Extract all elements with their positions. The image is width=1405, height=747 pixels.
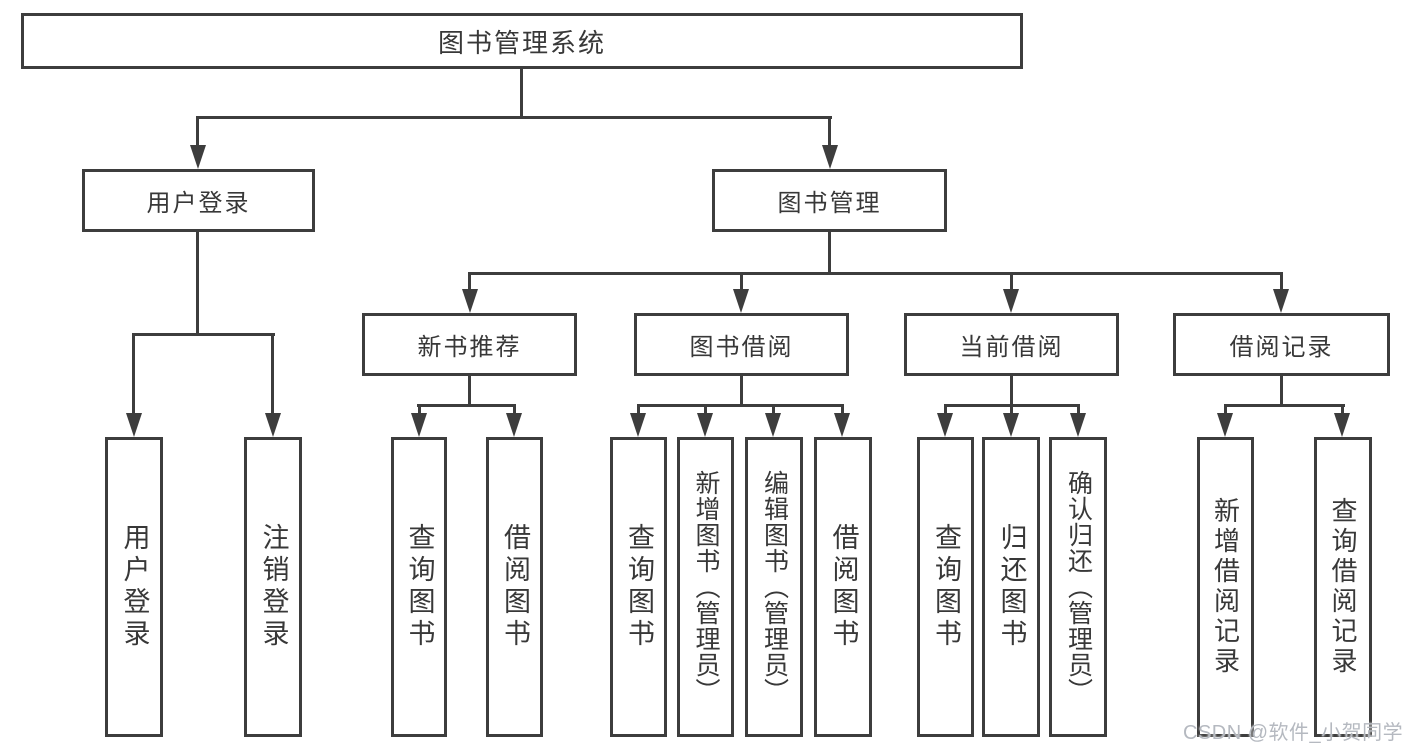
arrow-down-icon bbox=[126, 413, 142, 437]
node-label: 图书管理 bbox=[777, 190, 882, 217]
connector-vline bbox=[828, 230, 831, 275]
node-label: 确认归还（管理员） bbox=[1064, 470, 1093, 704]
connector-hline bbox=[132, 333, 275, 336]
leaf-cb-query-books: 查询图书 bbox=[917, 437, 974, 737]
node-label: 注销登录 bbox=[258, 523, 289, 651]
leaf-cb-return-books: 归还图书 bbox=[982, 437, 1040, 737]
leaf-nbr-borrow-books: 借阅图书 bbox=[486, 437, 543, 737]
arrow-down-icon bbox=[697, 413, 713, 437]
connector-hline bbox=[1224, 404, 1345, 407]
connector-vline bbox=[1280, 272, 1283, 292]
arrow-down-icon bbox=[265, 413, 281, 437]
node-current-borrowing: 当前借阅 bbox=[904, 313, 1119, 376]
node-label: 借阅记录 bbox=[1229, 334, 1334, 361]
node-label: 用户登录 bbox=[119, 523, 150, 651]
node-label: 查询图书 bbox=[931, 523, 961, 651]
connector-vline bbox=[704, 404, 707, 416]
node-label: 用户登录 bbox=[146, 190, 251, 217]
node-label: 新增借阅记录 bbox=[1210, 497, 1241, 677]
connector-vline bbox=[1280, 374, 1283, 406]
connector-vline bbox=[944, 404, 947, 416]
connector-hline bbox=[637, 404, 844, 407]
arrow-down-icon bbox=[411, 413, 427, 437]
connector-vline bbox=[828, 116, 831, 148]
arrow-down-icon bbox=[937, 413, 953, 437]
connector-vline bbox=[196, 116, 199, 148]
connector-vline bbox=[637, 404, 640, 416]
connector-hline bbox=[468, 272, 1283, 275]
node-new-book-recommend: 新书推荐 bbox=[362, 313, 577, 376]
connector-vline bbox=[271, 333, 274, 415]
node-label: 借阅图书 bbox=[500, 523, 530, 651]
connector-vline bbox=[513, 404, 516, 416]
connector-vline bbox=[841, 404, 844, 416]
node-library-system: 图书管理系统 bbox=[21, 13, 1023, 69]
connector-vline bbox=[418, 404, 421, 416]
connector-vline bbox=[1010, 404, 1013, 416]
leaf-bb-edit-books-admin: 编辑图书（管理员） bbox=[745, 437, 803, 737]
connector-vline bbox=[1077, 404, 1080, 416]
leaf-user-login: 用户登录 bbox=[105, 437, 163, 737]
connector-vline bbox=[468, 272, 471, 292]
node-borrow-records: 借阅记录 bbox=[1173, 313, 1390, 376]
arrow-down-icon bbox=[1217, 413, 1233, 437]
connector-vline bbox=[1010, 374, 1013, 406]
node-label: 查询借阅记录 bbox=[1328, 497, 1358, 677]
leaf-cb-confirm-return-admin: 确认归还（管理员） bbox=[1049, 437, 1107, 737]
node-label: 新增图书（管理员） bbox=[692, 470, 720, 704]
arrow-down-icon bbox=[733, 289, 749, 313]
arrow-down-icon bbox=[1070, 413, 1086, 437]
leaf-bb-query-books: 查询图书 bbox=[610, 437, 667, 737]
arrow-down-icon bbox=[765, 413, 781, 437]
arrow-down-icon bbox=[834, 413, 850, 437]
connector-hline bbox=[417, 404, 516, 407]
node-book-borrowing: 图书借阅 bbox=[634, 313, 849, 376]
leaf-br-query-record: 查询借阅记录 bbox=[1314, 437, 1372, 737]
connector-vline bbox=[1010, 272, 1013, 292]
connector-vline bbox=[1341, 404, 1344, 416]
connector-vline bbox=[132, 333, 135, 415]
node-label: 归还图书 bbox=[996, 523, 1027, 651]
node-label: 借阅图书 bbox=[828, 523, 859, 651]
arrow-down-icon bbox=[462, 289, 478, 313]
connector-vline bbox=[740, 272, 743, 292]
arrow-down-icon bbox=[190, 145, 206, 169]
node-label: 当前借阅 bbox=[959, 334, 1064, 361]
connector-vline bbox=[740, 374, 743, 406]
node-label: 新书推荐 bbox=[417, 334, 522, 361]
leaf-bb-borrow-books: 借阅图书 bbox=[814, 437, 872, 737]
node-label: 查询图书 bbox=[624, 523, 654, 651]
arrow-down-icon bbox=[822, 145, 838, 169]
node-user-login: 用户登录 bbox=[82, 169, 315, 232]
arrow-down-icon bbox=[506, 413, 522, 437]
node-label: 编辑图书（管理员） bbox=[760, 470, 789, 704]
node-label: 图书管理系统 bbox=[437, 27, 606, 58]
arrow-down-icon bbox=[1003, 289, 1019, 313]
connector-vline bbox=[1224, 404, 1227, 416]
connector-vline bbox=[196, 230, 199, 336]
watermark: CSDN @软件_小贺同学 bbox=[1183, 722, 1404, 744]
connector-vline bbox=[772, 404, 775, 416]
arrow-down-icon bbox=[1003, 413, 1019, 437]
connector-hline bbox=[196, 116, 832, 119]
node-label: 查询图书 bbox=[404, 523, 435, 651]
leaf-nbr-query-books: 查询图书 bbox=[391, 437, 447, 737]
node-label: 图书借阅 bbox=[689, 334, 794, 361]
connector-vline bbox=[520, 69, 523, 119]
arrow-down-icon bbox=[1334, 413, 1350, 437]
arrow-down-icon bbox=[1273, 289, 1289, 313]
connector-vline bbox=[468, 374, 471, 406]
node-book-management: 图书管理 bbox=[712, 169, 947, 232]
arrow-down-icon bbox=[630, 413, 646, 437]
leaf-bb-add-books-admin: 新增图书（管理员） bbox=[677, 437, 734, 737]
leaf-br-add-record: 新增借阅记录 bbox=[1197, 437, 1254, 737]
leaf-logout: 注销登录 bbox=[244, 437, 302, 737]
